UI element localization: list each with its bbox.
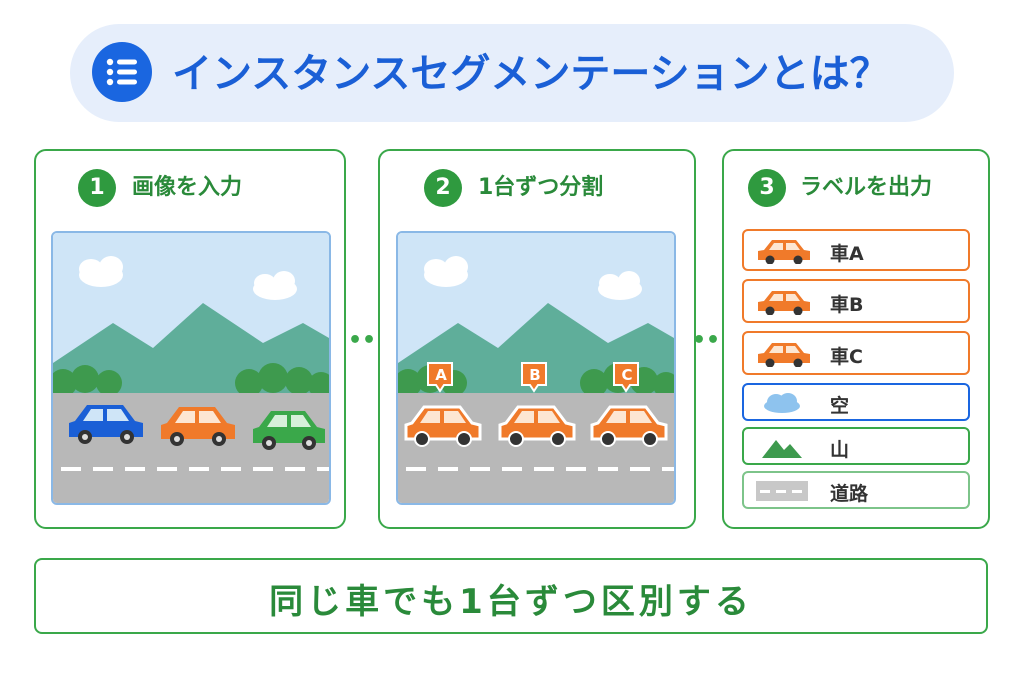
label-text: 空 bbox=[830, 395, 850, 417]
instance-tag-b: B bbox=[529, 366, 541, 384]
step-1-panel: 1 画像を入力 bbox=[34, 149, 346, 529]
step-2-label: 1台ずつ分割 bbox=[478, 175, 604, 200]
label-sky: 空 bbox=[742, 383, 970, 421]
cloud-icon bbox=[764, 393, 800, 413]
step-3-number: 3 bbox=[748, 169, 786, 207]
step-3-label: ラベルを出力 bbox=[800, 175, 933, 200]
title-banner bbox=[70, 24, 954, 122]
green-car bbox=[253, 411, 325, 450]
label-mountain: 山 bbox=[742, 427, 970, 465]
label-road: 道路 bbox=[742, 471, 970, 509]
summary-message: 同じ車でも1台ずつ区別する bbox=[269, 582, 753, 622]
step-2-number: 2 bbox=[424, 169, 462, 207]
summary-box: 同じ車でも1台ずつ区別する bbox=[34, 558, 988, 634]
label-text: 車B bbox=[830, 294, 864, 316]
orange-car-icon bbox=[758, 343, 810, 367]
orange-car-icon bbox=[758, 240, 810, 264]
label-car-a: 車A bbox=[742, 229, 970, 271]
label-text: 車C bbox=[830, 346, 863, 368]
label-text: 道路 bbox=[830, 483, 869, 505]
mountain-icon bbox=[762, 440, 802, 458]
orange-car bbox=[161, 407, 235, 446]
label-car-b: 車B bbox=[742, 279, 970, 323]
orange-car-icon bbox=[758, 291, 810, 315]
step-1-number: 1 bbox=[78, 169, 116, 207]
step-2-panel: 2 1台ずつ分割 bbox=[378, 149, 696, 529]
label-text: 車A bbox=[830, 243, 864, 265]
cloud-icon bbox=[79, 256, 297, 300]
input-image bbox=[51, 231, 331, 505]
label-text: 山 bbox=[830, 439, 850, 461]
road-icon bbox=[756, 481, 808, 501]
label-car-c: 車C bbox=[742, 331, 970, 375]
instance-tag-a: A bbox=[435, 366, 447, 384]
step-1-label: 画像を入力 bbox=[132, 175, 243, 200]
page-title: インスタンスセグメンテーションとは？ bbox=[172, 51, 890, 97]
blue-car bbox=[69, 405, 143, 444]
segmented-image: A B C bbox=[396, 231, 676, 505]
list-icon bbox=[92, 42, 152, 102]
instance-tag-c: C bbox=[621, 366, 633, 384]
step-3-panel: 3 ラベルを出力 車A 車B 車C 空 bbox=[722, 149, 990, 529]
